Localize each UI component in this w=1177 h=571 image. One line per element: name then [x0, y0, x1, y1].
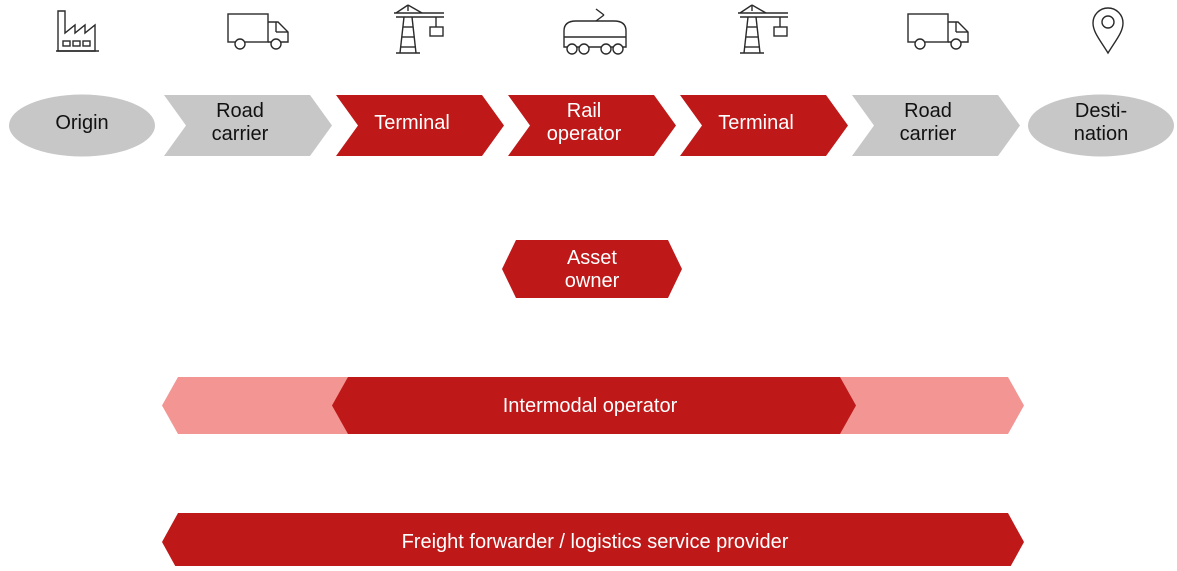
origin-shape [9, 94, 155, 157]
intermodal-operator-label: Intermodal operator [502, 394, 678, 417]
road-carrier-1-label: Road carrier [211, 100, 269, 145]
crane-icon [736, 3, 798, 57]
train-icon [558, 7, 632, 57]
destination-shape [1028, 94, 1174, 157]
origin-label: Origin [55, 111, 109, 134]
terminal-2-shape [680, 95, 848, 156]
terminal-1-label: Terminal [374, 111, 450, 134]
rail-operator-label: Rail operator [546, 100, 622, 145]
terminal-2-label: Terminal [718, 111, 794, 134]
truck-icon [226, 12, 292, 52]
crane-icon [392, 3, 454, 57]
freight-forwarder-label: Freight forwarder / logistics service pr… [401, 530, 789, 553]
factory-icon [53, 5, 109, 55]
intermodal-operator-shape [332, 377, 856, 434]
freight-forwarder-shape [162, 513, 1024, 566]
location-pin-icon [1090, 6, 1126, 56]
asset-owner-label: Asset owner [564, 247, 620, 292]
rail-operator-shape [508, 95, 676, 156]
road-carrier-1-shape [164, 95, 332, 156]
destination-label: Desti- nation [1073, 100, 1129, 145]
road-carrier-2-label: Road carrier [899, 100, 957, 145]
terminal-1-shape [336, 95, 504, 156]
road-carrier-2-shape [852, 95, 1020, 156]
truck-icon [906, 12, 972, 52]
asset-owner-shape [502, 240, 682, 298]
